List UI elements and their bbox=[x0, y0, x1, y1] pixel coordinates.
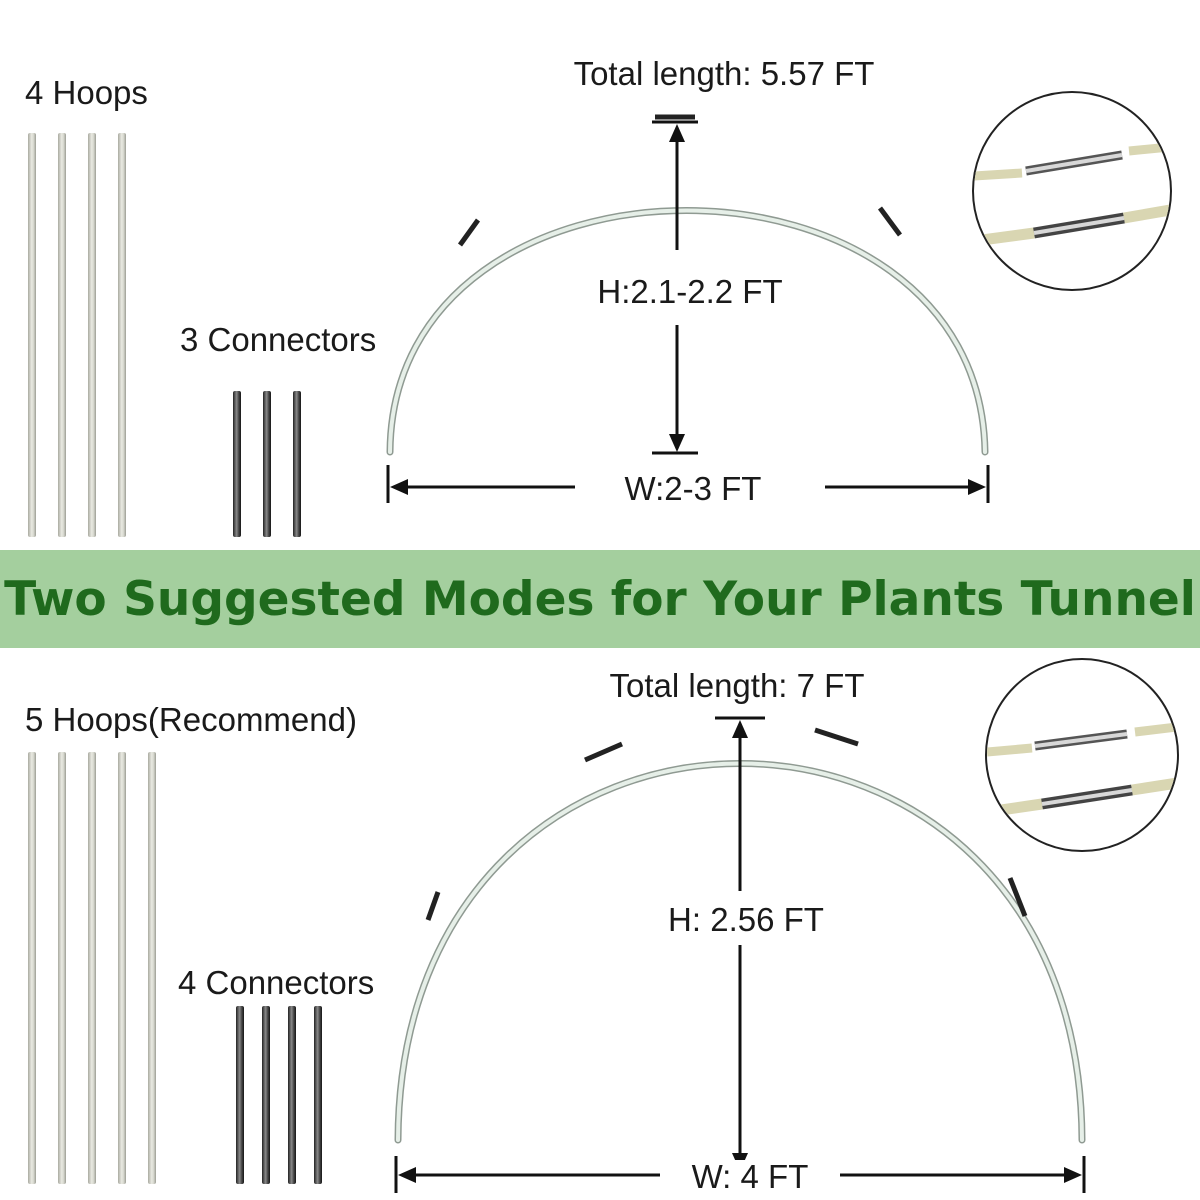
connector-detail-inset bbox=[972, 91, 1172, 291]
width-label: W: 4 FT bbox=[683, 1160, 817, 1193]
arrowhead-up bbox=[669, 124, 685, 142]
arrowhead-left bbox=[390, 479, 408, 495]
banner-title: Two Suggested Modes for Your Plants Tunn… bbox=[4, 571, 1196, 627]
connector-rod bbox=[262, 1006, 270, 1184]
hoop-rod bbox=[28, 752, 36, 1184]
connector-rod bbox=[233, 391, 241, 537]
connector-rod bbox=[314, 1006, 322, 1184]
arrowhead-right bbox=[968, 479, 986, 495]
mode-panel-4-hoops: 4 Hoops 3 Connectors Total length: 5.57 … bbox=[0, 0, 1200, 550]
hoop-rod bbox=[88, 133, 96, 537]
height-label: H:2.1-2.2 FT bbox=[589, 275, 791, 308]
hoops-label: 5 Hoops(Recommend) bbox=[25, 701, 357, 738]
connector-detail-inset bbox=[985, 658, 1179, 852]
connectors-label: 3 Connectors bbox=[180, 321, 377, 358]
connector-rod bbox=[236, 1006, 244, 1184]
connector-rod bbox=[293, 391, 301, 537]
total-length-label: Total length: 7 FT bbox=[609, 667, 865, 704]
joint-marker bbox=[814, 727, 859, 747]
arrowhead-left bbox=[398, 1167, 416, 1183]
connector-detail-illustration bbox=[987, 722, 1177, 818]
arrowhead-up bbox=[732, 720, 748, 738]
arch-diagram bbox=[386, 114, 990, 503]
connector-rod bbox=[288, 1006, 296, 1184]
joint-marker bbox=[1007, 877, 1028, 917]
hoop-rod bbox=[88, 752, 96, 1184]
connectors-label: 4 Connectors bbox=[178, 964, 375, 1001]
hoops-label: 4 Hoops bbox=[25, 74, 148, 111]
hoop-rod bbox=[28, 133, 36, 537]
joint-marker bbox=[584, 741, 623, 763]
arrowhead-right bbox=[1064, 1167, 1082, 1183]
hoop-rod bbox=[58, 133, 66, 537]
connector-rod bbox=[263, 391, 271, 537]
width-label: W:2-3 FT bbox=[616, 472, 770, 505]
mode-panel-5-hoops: 5 Hoops(Recommend) 4 Connectors Total le… bbox=[0, 648, 1200, 1200]
connector-detail-illustration bbox=[974, 142, 1170, 247]
total-length-label: Total length: 5.57 FT bbox=[573, 55, 875, 92]
hoop-rod bbox=[118, 752, 126, 1184]
hoop-arch bbox=[388, 208, 987, 454]
joint-marker bbox=[457, 218, 481, 247]
hoop-rod bbox=[148, 752, 156, 1184]
title-banner: Two Suggested Modes for Your Plants Tunn… bbox=[0, 550, 1200, 648]
arch-diagram bbox=[394, 716, 1086, 1193]
joint-marker bbox=[425, 891, 441, 921]
height-label: H: 2.56 FT bbox=[660, 903, 832, 936]
hoop-rod bbox=[58, 752, 66, 1184]
arrowhead-down bbox=[669, 434, 685, 452]
hoop-rod bbox=[118, 133, 126, 537]
joint-marker bbox=[877, 206, 903, 237]
